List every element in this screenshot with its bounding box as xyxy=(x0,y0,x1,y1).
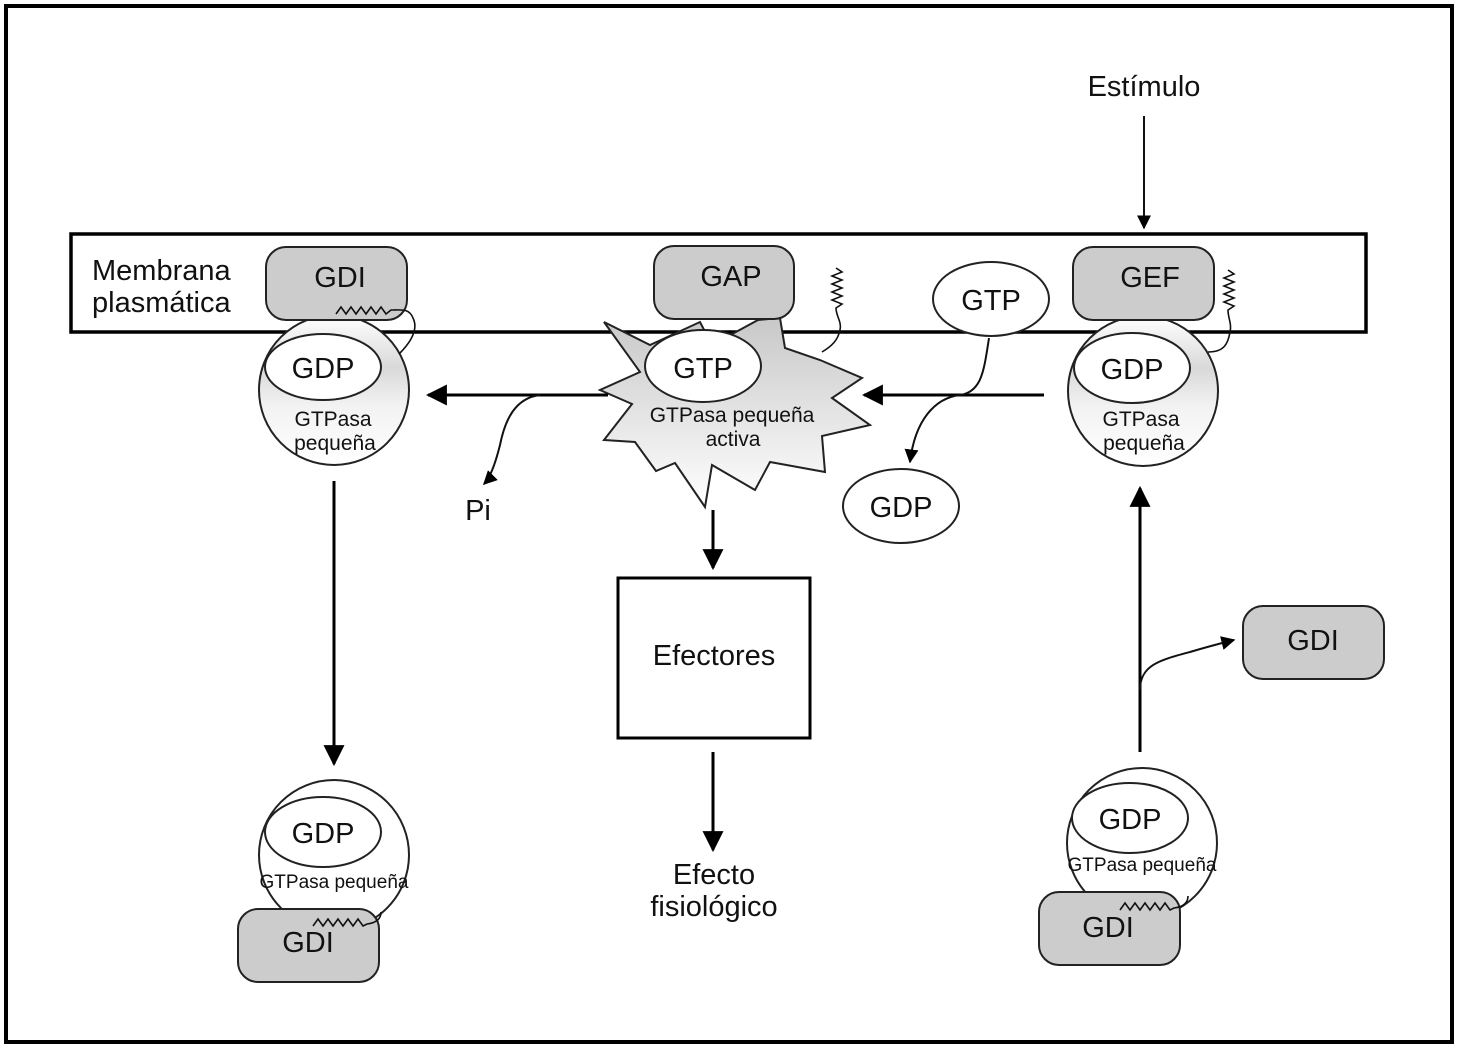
gdi-protein xyxy=(265,246,408,321)
gdi-label: GDI xyxy=(314,262,366,294)
gap-active-complex: GAP GTP GTPasa pequeña activa xyxy=(597,245,873,510)
figure-frame xyxy=(4,4,1454,1044)
cytosol-gdi-complex-left: GDP GTPasa pequeña GDI xyxy=(237,779,410,983)
released-gdp-oval xyxy=(842,468,960,544)
released-gdp-label: GDP xyxy=(870,492,933,524)
lipid-anchor-icon xyxy=(1119,895,1189,912)
gtpase-label-line2: pequeña xyxy=(294,432,376,455)
gtp-label: GTP xyxy=(673,353,733,385)
effectors-box xyxy=(616,576,812,740)
effect-label-line1: Efecto xyxy=(673,859,755,891)
gdp-label: GDP xyxy=(1101,354,1164,386)
gtpase-label-line1: GTPasa xyxy=(294,408,371,431)
gdi-label: GDI xyxy=(1082,912,1134,944)
lipid-anchor-icon xyxy=(312,911,382,928)
lipid-anchor-icon xyxy=(1207,269,1237,353)
gtp-oval xyxy=(644,329,762,403)
gef-protein xyxy=(1072,246,1215,321)
gtpase-label: GTPasa pequeña xyxy=(260,872,409,893)
gef-label: GEF xyxy=(1120,262,1180,294)
active-label-line1: GTPasa pequeña xyxy=(650,404,815,427)
gtpase-label-line1: GTPasa xyxy=(1102,408,1179,431)
pi-label: Pi xyxy=(465,495,491,527)
released-gdi-label: GDI xyxy=(1287,625,1339,657)
pi-release-arrow xyxy=(483,394,541,485)
effectors-label: Efectores xyxy=(653,640,776,672)
gtpase-label-line2: pequeña xyxy=(1103,432,1185,455)
gdp-oval xyxy=(264,796,382,868)
gef-membrane-complex: GEF GDP GTPasa pequeña xyxy=(1067,246,1237,467)
gdp-label: GDP xyxy=(292,353,355,385)
membrane-label-line2: plasmática xyxy=(92,287,231,319)
gdi-protein xyxy=(1038,891,1181,966)
gdi-label: GDI xyxy=(282,927,334,959)
gdi-release-arrow xyxy=(1139,636,1236,691)
released-gdi-protein xyxy=(1242,605,1385,680)
free-gtp-oval xyxy=(932,261,1050,337)
cytosol-gdi-complex-right: GDP GTPasa pequeña GDI xyxy=(1038,767,1218,966)
gdp-oval xyxy=(264,333,382,401)
free-gtp-label: GTP xyxy=(961,285,1021,317)
gdp-oval xyxy=(1071,782,1189,854)
membrane-label-line1: Membrana xyxy=(92,255,231,287)
gtp-exchange-arrow xyxy=(904,337,990,464)
gdi-protein xyxy=(237,908,380,983)
lipid-anchor-icon xyxy=(335,305,416,355)
gap-protein xyxy=(653,245,795,320)
gtpase-label: GTPasa pequeña xyxy=(1068,855,1217,876)
gdi-membrane-complex: GDI GDP GTPasa pequeña xyxy=(258,246,416,466)
gap-label: GAP xyxy=(700,261,761,293)
gdp-label: GDP xyxy=(1099,804,1162,836)
effect-label-line2: fisiológico xyxy=(650,891,777,923)
lipid-anchor-icon xyxy=(821,267,845,353)
gdp-label: GDP xyxy=(292,818,355,850)
stimulus-label: Estímulo xyxy=(1088,71,1201,103)
gdp-oval xyxy=(1073,332,1191,404)
active-label-line2: activa xyxy=(706,428,761,451)
